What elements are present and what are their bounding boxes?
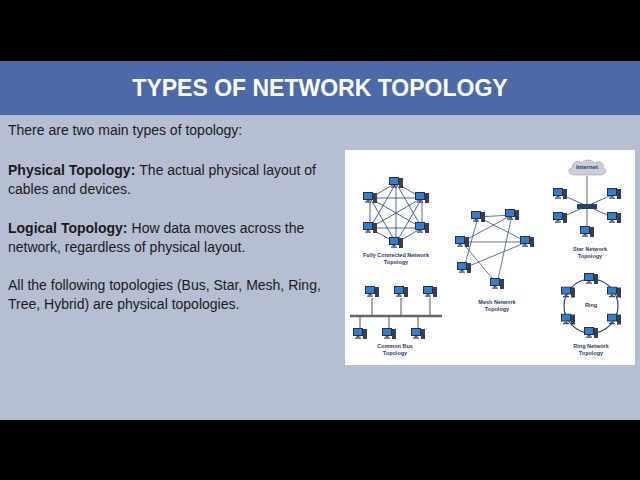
computer-icon [457, 262, 471, 273]
computer-icon [553, 212, 567, 223]
bus-topology [350, 286, 442, 339]
computer-icon [363, 192, 377, 203]
computer-icon [389, 237, 403, 248]
computer-icon [553, 188, 567, 199]
computer-icon [423, 286, 437, 297]
network-cables [462, 215, 527, 284]
computer-icon [561, 314, 575, 325]
computer-icon [382, 328, 396, 339]
computer-icon [520, 236, 534, 247]
computer-icon [607, 314, 621, 325]
computer-icon [584, 327, 598, 338]
term-heading: Physical Topology: [8, 162, 135, 178]
computer-icon [415, 222, 429, 233]
star-topology [553, 176, 621, 237]
computer-icon [394, 286, 408, 297]
computer-icon [365, 286, 379, 297]
node-label: Internet [566, 158, 608, 176]
computer-icon [607, 287, 621, 298]
computer-icon [471, 211, 485, 222]
computer-icon [561, 287, 575, 298]
network-cables [560, 176, 614, 232]
topology-caption: Common Bus Topology [373, 343, 418, 356]
computer-icon [455, 236, 469, 247]
body-paragraph: There are two main types of topology: [8, 121, 338, 140]
computer-icon [363, 222, 377, 233]
mesh-topology [455, 209, 534, 289]
body-text: All the following topologies (Bus, Star,… [8, 277, 321, 312]
computer-icon [353, 328, 367, 339]
topology-caption: Fully Connected Network Topology [360, 252, 432, 265]
topology-caption: Star Network Topology [568, 246, 613, 259]
black-bar [0, 420, 640, 480]
computer-icon [415, 192, 429, 203]
network-cables [370, 183, 422, 243]
black-bar [0, 0, 640, 61]
body-text: There are two main types of topology: [8, 122, 242, 138]
computer-icon [389, 177, 403, 188]
ring-label: Ring [576, 302, 606, 309]
topology-caption: Ring Network Topology [569, 343, 614, 356]
computer-icon [411, 328, 425, 339]
slide-title: TYPES OF NETWORK TOPOLOGY [0, 61, 640, 115]
ring-topology [561, 273, 621, 338]
computer-icon [607, 212, 621, 223]
internet-cloud: Internet [566, 158, 608, 176]
fully-connected-topology [363, 177, 429, 248]
topology-caption: Mesh Network Topology [475, 299, 520, 312]
switch-symbol [577, 204, 597, 209]
computer-icon [584, 273, 598, 284]
bus-backbone [350, 315, 442, 318]
computer-icon [490, 278, 504, 289]
computer-icon [607, 188, 621, 199]
computer-icon [580, 226, 594, 237]
network-cables [360, 298, 430, 328]
illustration-panel [345, 150, 635, 365]
body-paragraph: Physical Topology:The actual physical la… [8, 161, 338, 199]
term-heading: Logical Topology: [8, 220, 128, 236]
computer-icon [505, 209, 519, 220]
body-paragraph: Logical Topology:How data moves across t… [8, 219, 338, 257]
body-paragraph: All the following topologies (Bus, Star,… [8, 276, 338, 314]
